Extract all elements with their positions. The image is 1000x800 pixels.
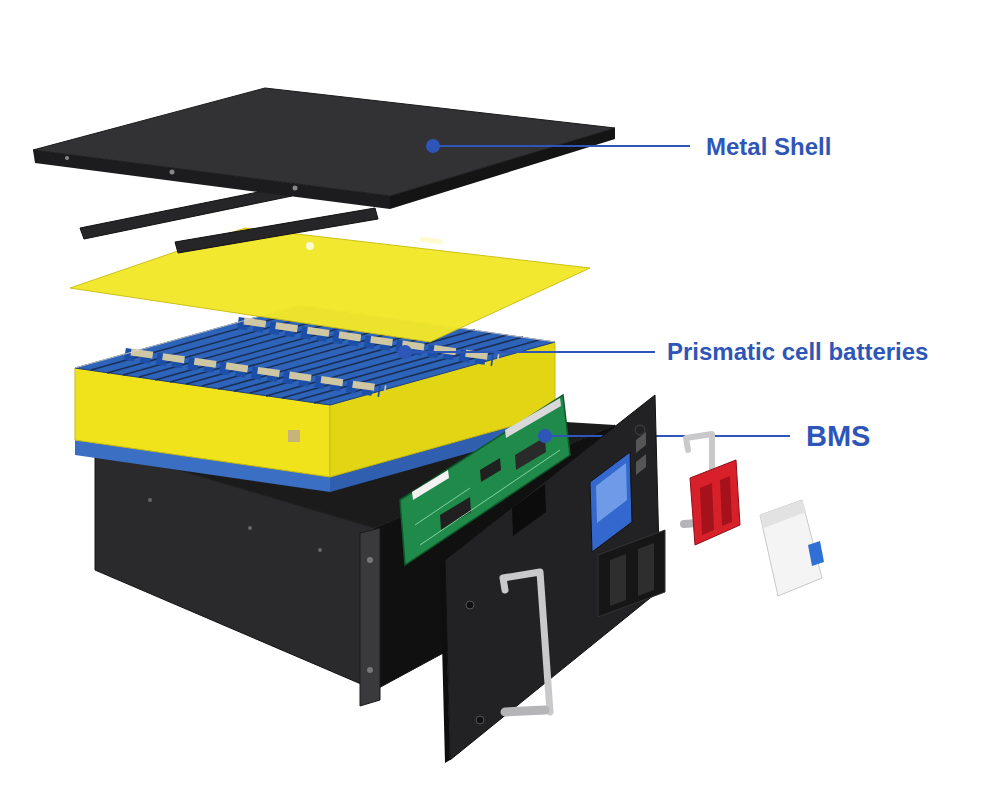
terminal-slot <box>638 543 654 596</box>
rack-ear <box>360 528 380 706</box>
red-terminal-slot <box>720 476 732 526</box>
screw <box>148 498 152 502</box>
red-terminal <box>690 460 740 545</box>
screw-hole <box>293 186 298 191</box>
panel-port <box>512 484 546 536</box>
handle-bolt <box>505 710 545 712</box>
screw <box>367 667 373 673</box>
cell-divider <box>282 335 507 398</box>
leader-line <box>433 145 690 147</box>
part-label: Metal Shell <box>706 133 831 161</box>
breaker-switch <box>808 541 824 566</box>
breaker-top <box>760 500 806 528</box>
busbar-row <box>131 352 386 389</box>
red-terminal-slot <box>700 483 714 535</box>
bms-trace <box>415 488 470 525</box>
panel-button <box>636 454 646 475</box>
panel-led <box>635 425 645 435</box>
terminal-block <box>598 530 665 617</box>
screw <box>367 557 373 563</box>
screw-hole <box>170 170 175 175</box>
part-label: BMS <box>806 420 870 453</box>
leader-line <box>405 351 655 353</box>
screw <box>248 526 252 530</box>
screw <box>318 548 322 552</box>
metal-shell <box>33 88 615 196</box>
panel-handle <box>503 572 550 712</box>
terminal-tab <box>288 430 300 442</box>
part-label: Prismatic cell batteries <box>667 338 928 366</box>
screw-hole <box>65 156 69 160</box>
panel-hole <box>476 716 484 724</box>
insulation-sheet <box>70 228 590 342</box>
sheet-slot <box>420 236 442 244</box>
terminal-slot <box>610 554 626 606</box>
leader-line <box>545 435 790 437</box>
panel-hole <box>466 601 474 609</box>
lcd-screen <box>590 452 632 552</box>
bms-connector <box>505 398 561 438</box>
cell-divider <box>314 340 539 403</box>
sheet-hole <box>306 242 314 250</box>
support-bar <box>175 208 378 253</box>
lcd-glass <box>596 463 627 523</box>
bms-chip <box>480 458 501 482</box>
bms-connector <box>412 470 449 500</box>
